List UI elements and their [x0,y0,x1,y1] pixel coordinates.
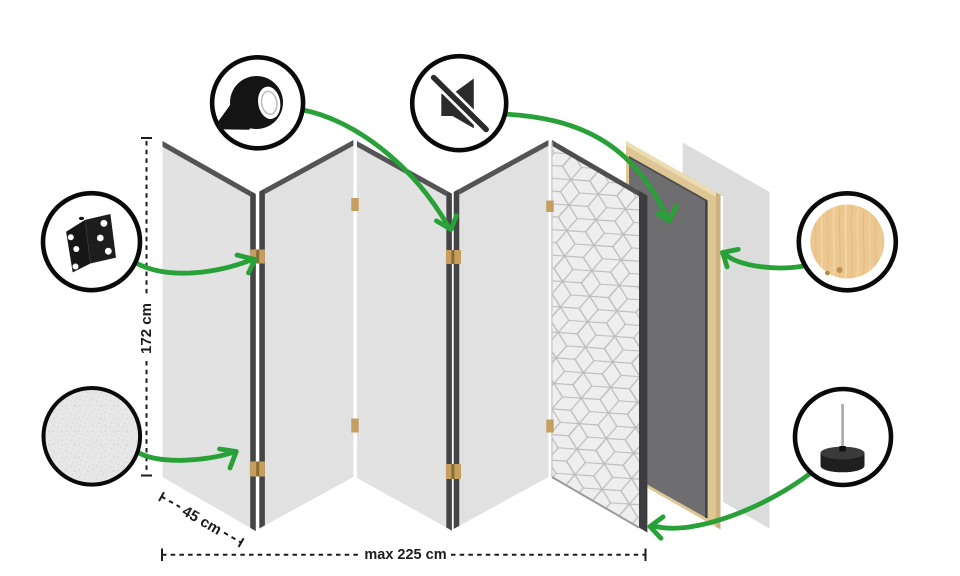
svg-text:max 225 cm: max 225 cm [364,547,446,563]
svg-text:172 cm: 172 cm [138,303,155,354]
